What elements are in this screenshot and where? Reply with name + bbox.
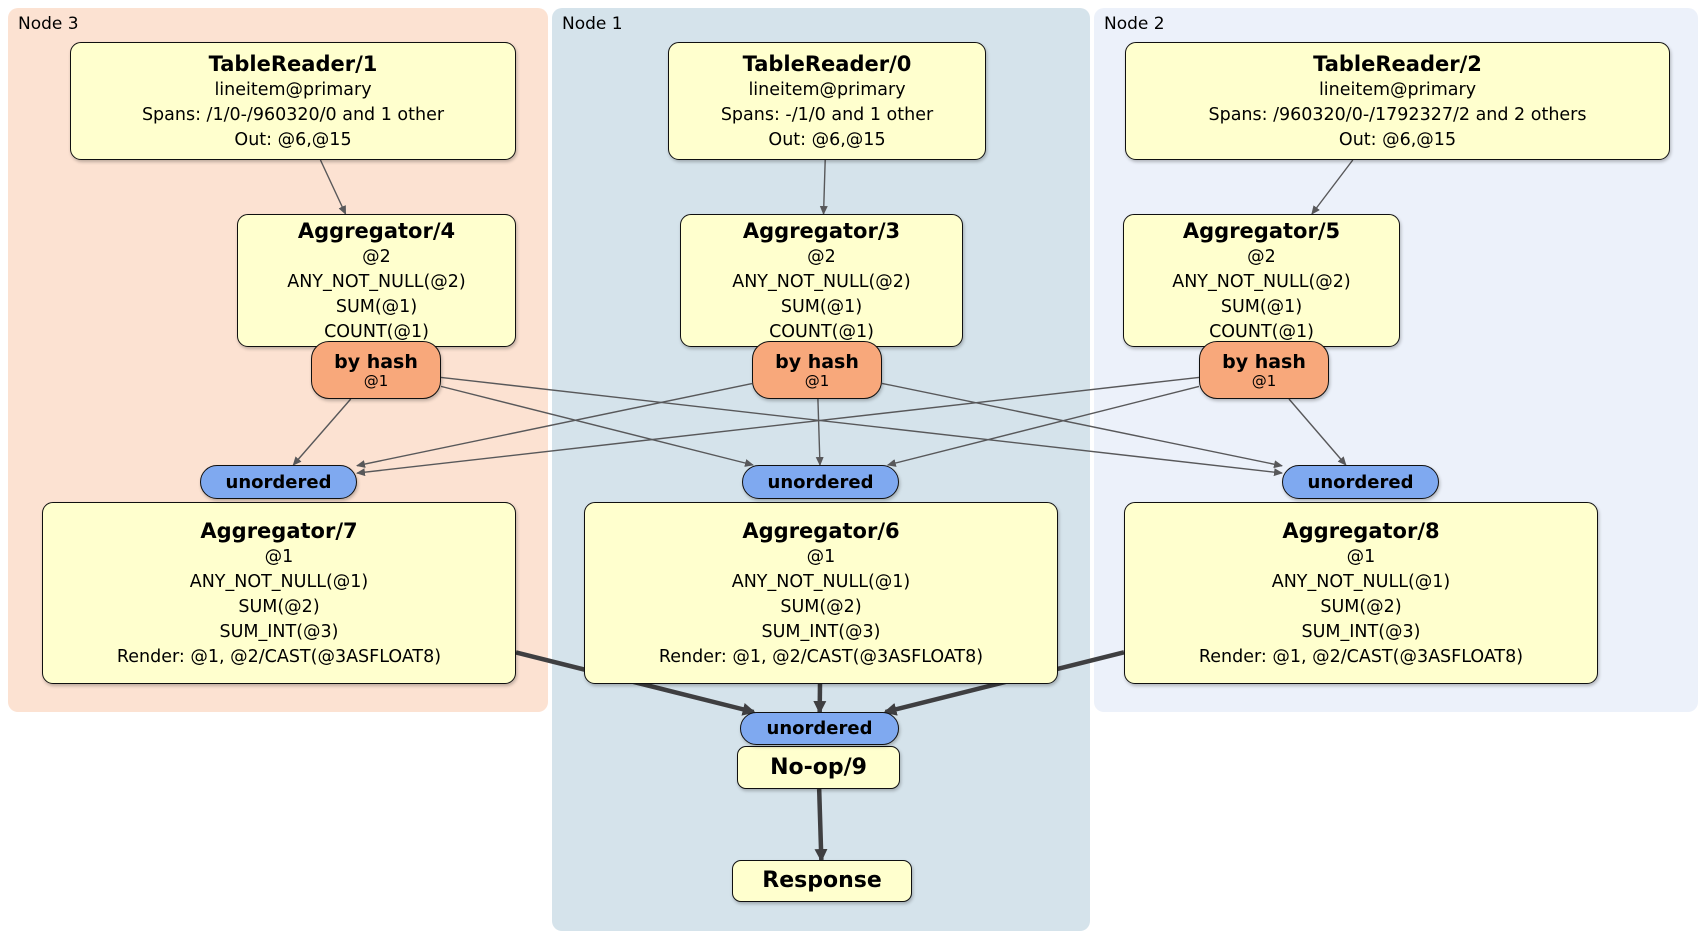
plan-node-title: Response bbox=[762, 868, 882, 893]
router-hash-node2: by hash @1 bbox=[1199, 341, 1329, 399]
router-label: by hash bbox=[334, 350, 418, 373]
plan-node-line: SUM(@2) bbox=[238, 596, 320, 617]
plan-node-line: ANY_NOT_NULL(@2) bbox=[732, 271, 911, 292]
router-hash-node3: by hash @1 bbox=[311, 341, 441, 399]
plan-node-line: Spans: /1/0-/960320/0 and 1 other bbox=[141, 104, 445, 125]
box-tablereader0: TableReader/0 lineitem@primary Spans: -/… bbox=[668, 42, 986, 160]
plan-node-line: SUM_INT(@3) bbox=[1301, 621, 1421, 642]
plan-node-title: Aggregator/7 bbox=[200, 518, 358, 543]
plan-node-line: Out: @6,@15 bbox=[768, 129, 886, 150]
sync-unordered-final: unordered bbox=[740, 712, 899, 745]
plan-node-line: @2 bbox=[1247, 246, 1276, 267]
plan-node-title: Aggregator/6 bbox=[742, 518, 900, 543]
router-detail: @1 bbox=[804, 371, 830, 390]
plan-node-title: No-op/9 bbox=[770, 754, 867, 780]
plan-node-line: @1 bbox=[1346, 546, 1376, 567]
box-aggregator7: Aggregator/7 @1 ANY_NOT_NULL(@1) SUM(@2)… bbox=[42, 502, 516, 684]
plan-node-title: Aggregator/5 bbox=[1182, 218, 1341, 243]
sync-unordered-mid: unordered bbox=[742, 465, 899, 499]
region-node3-label: Node 3 bbox=[18, 14, 79, 34]
region-node1-label: Node 1 bbox=[562, 14, 623, 34]
sync-label: unordered bbox=[225, 471, 332, 493]
sync-unordered-right: unordered bbox=[1282, 465, 1439, 499]
plan-node-line: Render: @1, @2/CAST(@3ASFLOAT8) bbox=[1198, 646, 1524, 667]
plan-node-line: SUM(@2) bbox=[780, 596, 862, 617]
box-tablereader1: TableReader/1 lineitem@primary Spans: /1… bbox=[70, 42, 516, 160]
plan-node-line: ANY_NOT_NULL(@1) bbox=[731, 571, 911, 592]
edge-thin bbox=[819, 159, 828, 215]
plan-node-line: Out: @6,@15 bbox=[1338, 129, 1457, 150]
plan-node-line: SUM(@1) bbox=[1220, 296, 1303, 317]
plan-node-line: lineitem@primary bbox=[1318, 79, 1477, 100]
plan-node-title: Aggregator/8 bbox=[1282, 518, 1440, 543]
plan-node-line: ANY_NOT_NULL(@2) bbox=[287, 271, 466, 292]
router-label: by hash bbox=[775, 350, 859, 373]
plan-node-title: TableReader/1 bbox=[208, 51, 378, 76]
box-aggregator6: Aggregator/6 @1 ANY_NOT_NULL(@1) SUM(@2)… bbox=[584, 502, 1058, 684]
edge-thin bbox=[356, 376, 1200, 477]
plan-node-line: SUM_INT(@3) bbox=[761, 621, 881, 642]
plan-node-title: TableReader/0 bbox=[742, 51, 912, 76]
sync-label: unordered bbox=[767, 471, 874, 493]
plan-node-line: ANY_NOT_NULL(@1) bbox=[1271, 571, 1451, 592]
plan-node-title: Aggregator/4 bbox=[297, 218, 456, 243]
edge-thin bbox=[440, 376, 1283, 477]
plan-node-title: TableReader/2 bbox=[1313, 51, 1482, 76]
plan-node-line: ANY_NOT_NULL(@1) bbox=[189, 571, 369, 592]
edge-thin bbox=[292, 398, 352, 466]
plan-node-line: @1 bbox=[264, 546, 294, 567]
edge-thin bbox=[440, 385, 755, 467]
box-noop9: No-op/9 bbox=[737, 746, 900, 789]
plan-node-line: lineitem@primary bbox=[748, 79, 906, 100]
plan-node-line: COUNT(@1) bbox=[769, 321, 874, 342]
plan-node-line: @1 bbox=[806, 546, 836, 567]
box-aggregator5: Aggregator/5 @2 ANY_NOT_NULL(@2) SUM(@1)… bbox=[1123, 214, 1400, 347]
edge-thin bbox=[356, 382, 753, 468]
router-label: by hash bbox=[1222, 350, 1306, 373]
plan-node-line: Spans: -/1/0 and 1 other bbox=[720, 104, 934, 125]
router-hash-node1: by hash @1 bbox=[752, 341, 882, 399]
plan-node-line: Render: @1, @2/CAST(@3ASFLOAT8) bbox=[658, 646, 984, 667]
box-aggregator8: Aggregator/8 @1 ANY_NOT_NULL(@1) SUM(@2)… bbox=[1124, 502, 1598, 684]
box-tablereader2: TableReader/2 lineitem@primary Spans: /9… bbox=[1125, 42, 1670, 160]
plan-node-title: Aggregator/3 bbox=[742, 218, 901, 243]
edge-thin bbox=[1288, 398, 1347, 466]
edge-thin bbox=[886, 385, 1200, 467]
edge-thin bbox=[815, 398, 824, 466]
plan-node-line: SUM_INT(@3) bbox=[219, 621, 339, 642]
edge-thin bbox=[881, 382, 1283, 469]
sync-unordered-left: unordered bbox=[200, 465, 357, 499]
plan-node-line: COUNT(@1) bbox=[324, 321, 429, 342]
plan-node-line: SUM(@2) bbox=[1320, 596, 1402, 617]
plan-node-line: @2 bbox=[807, 246, 836, 267]
region-node2-label: Node 2 bbox=[1104, 14, 1165, 34]
sync-label: unordered bbox=[766, 718, 873, 739]
plan-node-line: @2 bbox=[362, 246, 391, 267]
edge-thick bbox=[814, 788, 828, 862]
router-detail: @1 bbox=[1251, 371, 1277, 390]
plan-node-line: ANY_NOT_NULL(@2) bbox=[1172, 271, 1351, 292]
edge-thin bbox=[319, 159, 347, 215]
sync-label: unordered bbox=[1307, 471, 1414, 493]
plan-node-line: SUM(@1) bbox=[335, 296, 418, 317]
box-aggregator3: Aggregator/3 @2 ANY_NOT_NULL(@2) SUM(@1)… bbox=[680, 214, 963, 347]
plan-node-line: SUM(@1) bbox=[780, 296, 863, 317]
plan-node-line: COUNT(@1) bbox=[1209, 321, 1314, 342]
plan-node-line: Spans: /960320/0-/1792327/2 and 2 others bbox=[1208, 104, 1587, 125]
plan-node-line: Render: @1, @2/CAST(@3ASFLOAT8) bbox=[116, 646, 442, 667]
box-aggregator4: Aggregator/4 @2 ANY_NOT_NULL(@2) SUM(@1)… bbox=[237, 214, 516, 347]
box-response: Response bbox=[732, 860, 912, 902]
plan-node-line: lineitem@primary bbox=[214, 79, 372, 100]
edge-thin bbox=[1311, 159, 1354, 215]
router-detail: @1 bbox=[363, 371, 389, 390]
plan-node-line: Out: @6,@15 bbox=[234, 129, 352, 150]
